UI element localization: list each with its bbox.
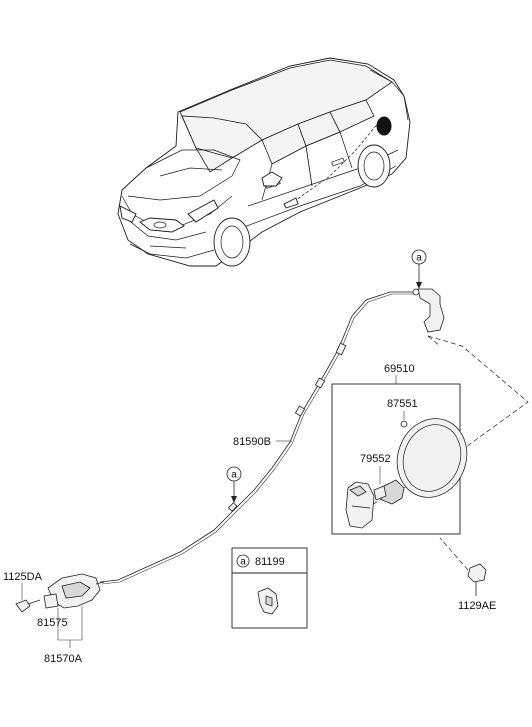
part-81199-box: a xyxy=(231,547,308,629)
car-fuel-door xyxy=(376,116,392,136)
ref-marker-a-mid: a xyxy=(226,466,242,503)
label-81575: 81575 xyxy=(37,617,68,629)
release-cable-81590b xyxy=(99,288,445,585)
fuel-door-assembly-box xyxy=(331,335,529,535)
label-1129ae: 1129AE xyxy=(458,600,496,612)
ref-a-top-text: a xyxy=(416,253,422,264)
label-81199: 81199 xyxy=(255,556,285,568)
label-79552: 79552 xyxy=(360,453,391,465)
ref-marker-a-top: a xyxy=(411,249,427,289)
ref-a-box-text: a xyxy=(240,557,246,568)
label-1125da: 1125DA xyxy=(3,571,43,583)
release-handle-assembly xyxy=(15,573,105,648)
label-81570a: 81570A xyxy=(44,653,83,665)
label-69510: 69510 xyxy=(384,363,415,375)
label-81590b: 81590B xyxy=(233,436,271,448)
ref-a-mid-text: a xyxy=(231,470,237,481)
label-87551: 87551 xyxy=(387,398,418,410)
screw-1129ae xyxy=(439,537,487,596)
car-illustration xyxy=(117,57,411,267)
